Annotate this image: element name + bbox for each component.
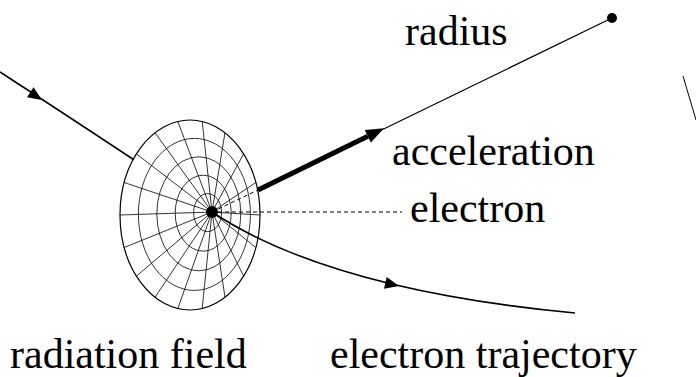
electron-dot bbox=[206, 206, 218, 218]
trajectory-arrowhead bbox=[27, 87, 45, 105]
acceleration-arrowhead bbox=[365, 128, 384, 142]
radius-point bbox=[607, 13, 617, 23]
field-label: radiation field bbox=[10, 333, 247, 375]
trajectory-label: electron trajectory bbox=[330, 333, 637, 375]
acceleration-label: acceleration bbox=[392, 130, 595, 172]
radius-label: radius bbox=[405, 10, 508, 52]
radiation-field bbox=[120, 120, 260, 310]
partial-arrow bbox=[683, 76, 696, 120]
radius-dashed bbox=[212, 190, 258, 212]
electron-label: electron bbox=[410, 187, 545, 229]
electron-leader bbox=[218, 212, 402, 213]
acceleration-arrow bbox=[258, 136, 368, 190]
trajectory-arrowhead bbox=[384, 277, 400, 292]
